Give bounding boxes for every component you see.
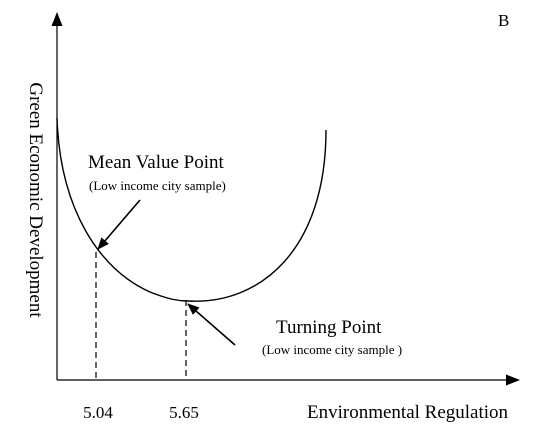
y-axis-label: Green Economic Development (25, 82, 46, 318)
turning-point-subtitle: (Low income city sample ) (262, 342, 402, 357)
panel-label: B (498, 11, 509, 30)
x-axis-arrowhead (506, 374, 520, 386)
y-axis-arrowhead (51, 12, 63, 26)
turning-point-title: Turning Point (276, 317, 382, 338)
mean-value-subtitle: (Low income city sample) (89, 178, 226, 193)
tick-label-turning: 5.65 (169, 403, 199, 422)
tick-label-mean: 5.04 (83, 403, 113, 422)
mean-value-title: Mean Value Point (88, 152, 225, 173)
turning-point-arrow (187, 303, 236, 346)
u-curve (56, 117, 327, 302)
x-axis-label: Environmental Regulation (307, 402, 509, 423)
mean-value-arrow (97, 199, 141, 250)
